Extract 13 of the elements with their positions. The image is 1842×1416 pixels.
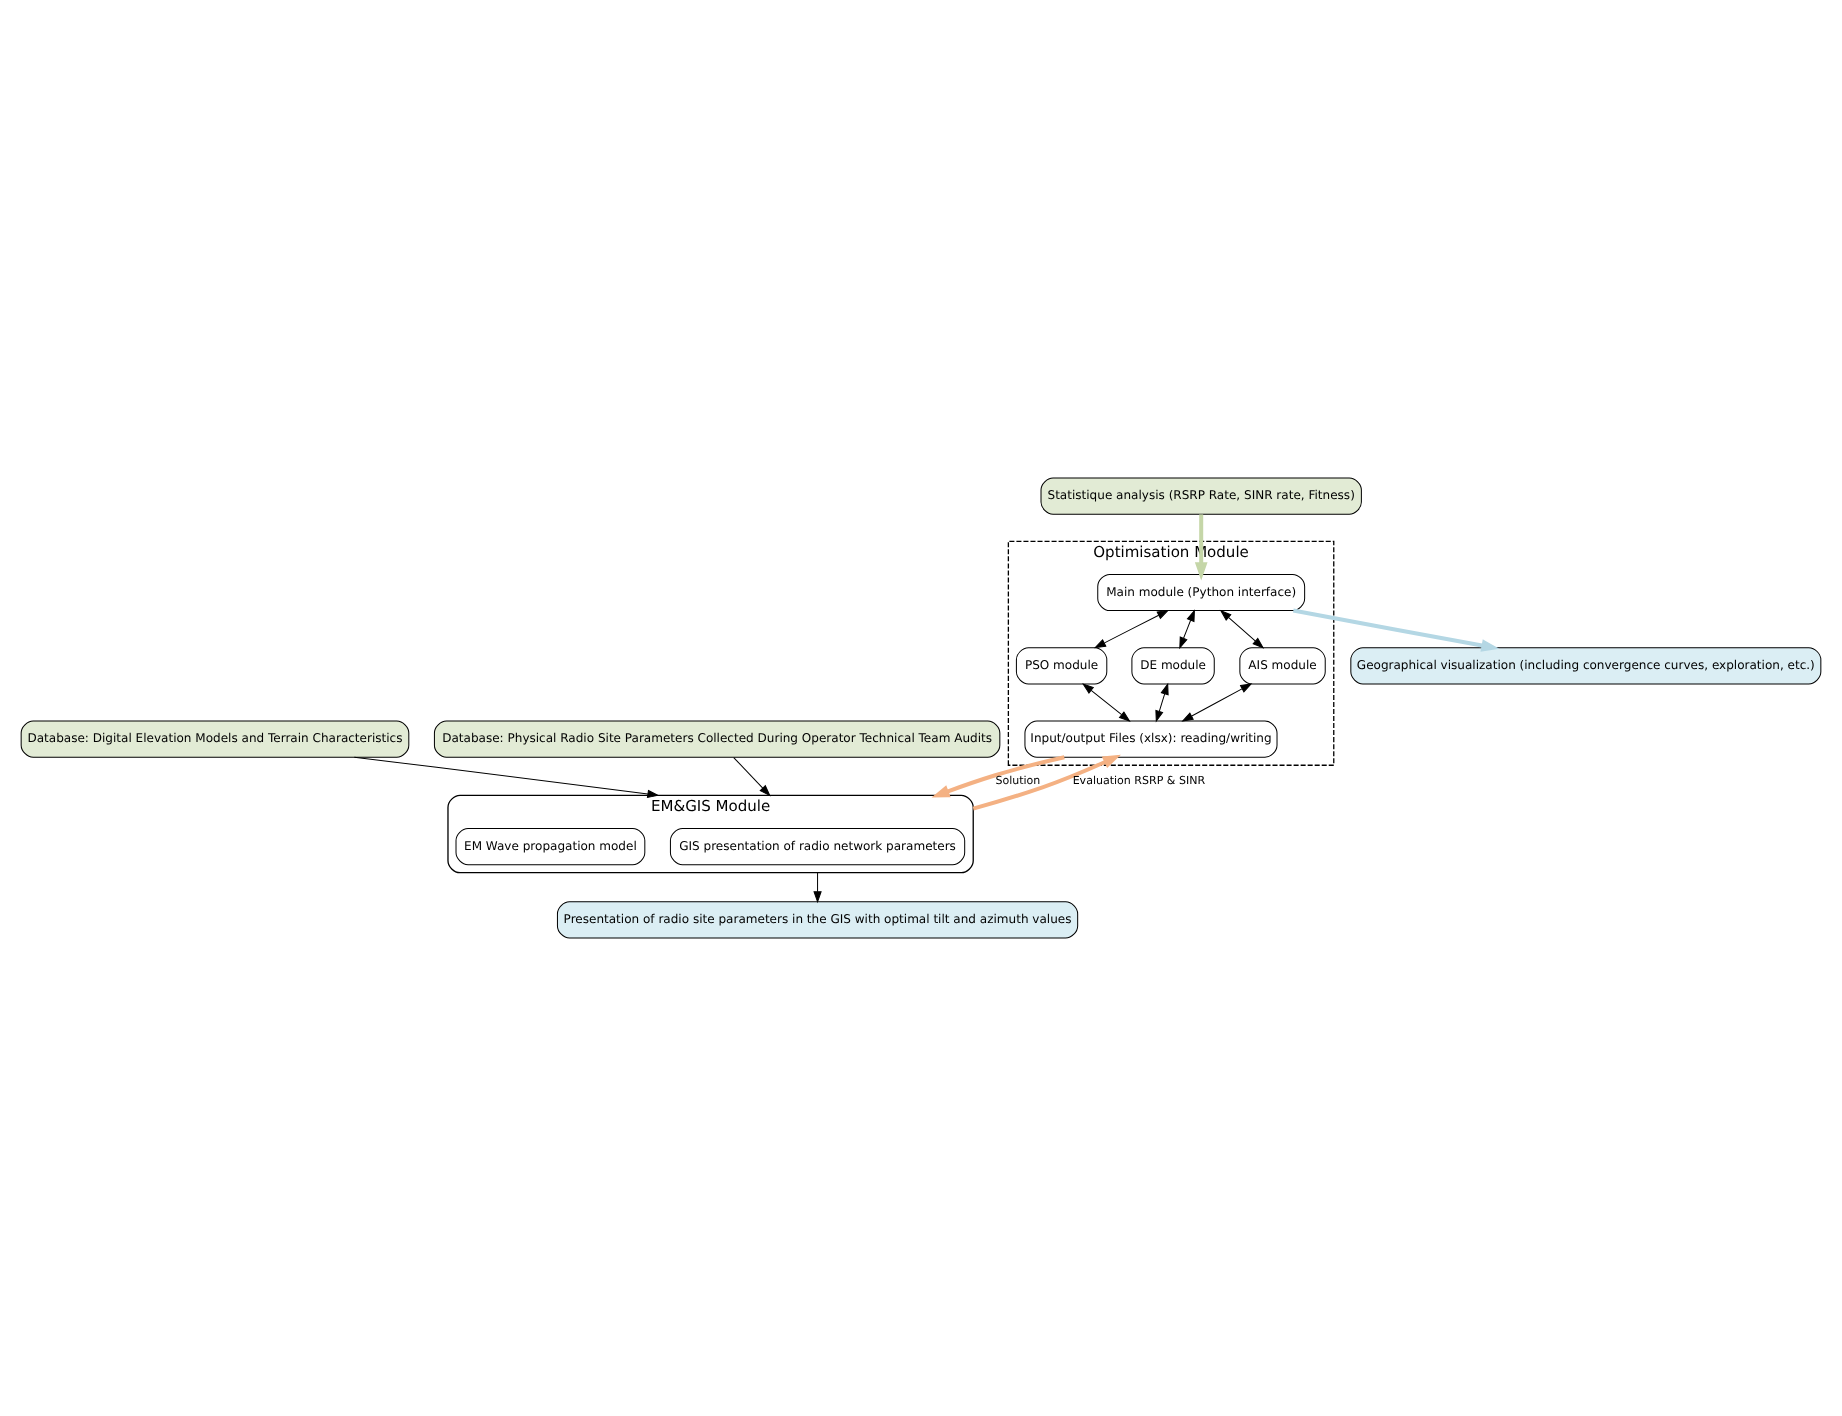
- arrow: [1182, 683, 1252, 722]
- arrow: [1094, 610, 1169, 649]
- arrow: [1292, 608, 1500, 652]
- arrow: [972, 754, 1121, 811]
- arrow: [1179, 610, 1195, 649]
- arrow: [1220, 610, 1264, 649]
- arrow: [931, 755, 1065, 798]
- arrow: [353, 756, 659, 798]
- arrow: [1194, 514, 1208, 581]
- arrow: [733, 757, 771, 796]
- arrow: [813, 872, 822, 903]
- arrow: [1082, 683, 1131, 722]
- arrow: [1155, 683, 1169, 722]
